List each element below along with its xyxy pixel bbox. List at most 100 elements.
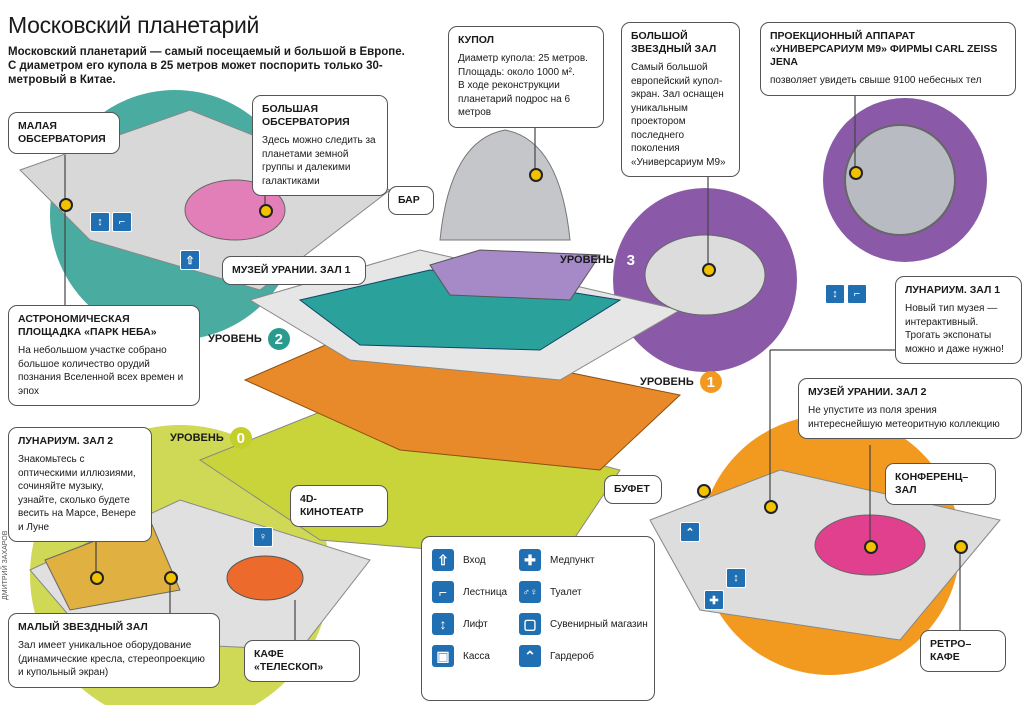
callout-text: позволяет увидеть свыше 9100 небесных те… [770,75,982,86]
callout-title: Конференц–зал [895,471,969,496]
marker-dome[interactable] [529,168,543,182]
level-label: Уровень [170,432,224,444]
callout-urania2: Музей Урании. Зал 2 Не упустите из поля з… [798,378,1022,439]
author-credit: ДМИТРИЙ ЗАХАРОВ [2,530,9,600]
marker-projector[interactable] [849,166,863,180]
level-1-label: Уровень 1 [640,371,722,393]
legend-label: Лестница [463,586,508,598]
legend-label: Вход [463,554,486,566]
dome [439,129,571,241]
callout-title: Купол [458,34,495,46]
elevator-icon: ↕ [432,613,454,635]
callout-text: Площадь: около 1000 м². [458,66,575,78]
callout-text: Новый тип музея — интерактивный. Трогать… [905,303,1004,355]
callout-big-star-hall: Большой звездный залСамый большой европе… [621,22,740,177]
level-0-label: Уровень 0 [170,427,252,449]
map-stairs-icon: ⌐ [112,212,132,232]
marker-urania2[interactable] [864,540,878,554]
callout-lunarium2: Лунариум. Зал 2 Знакомьтесь с оптическими… [8,427,152,542]
callout-text: В ходе реконструкции планетарий подрос н… [458,80,571,118]
level-2-label: Уровень 2 [208,328,290,350]
map-first-aid-icon: ✚ [704,590,724,610]
legend-item: ▣Касса [432,645,490,667]
callout-text: Зал имеет уникальное оборудование (динам… [18,640,205,678]
callout-lunarium1: Лунариум. Зал 1 Новый тип музея — интерак… [895,276,1022,364]
toilet-icon: ♂♀ [519,581,541,603]
level-label: Уровень [208,333,262,345]
level3-floor [429,249,601,301]
callout-title: Лунариум. Зал 1 [905,284,1001,296]
legend-label: Сувенирный магазин [550,618,648,630]
marker-lunarium2[interactable] [90,571,104,585]
legend-item: ⌃ Гардероб [519,645,594,667]
marker-small-observatory[interactable] [59,198,73,212]
page-subtitle: Московский планетарий — самый посещаемый… [8,46,405,86]
callout-dome: КуполДиаметр купола: 25 метров. Площадь: … [448,26,604,128]
legend-item: ↕ Лифт [432,613,488,635]
marker-small-star-hall[interactable] [164,571,178,585]
marker-retro-cafe[interactable] [954,540,968,554]
projector-ball [844,124,956,236]
legend-label: Туалет [550,586,582,598]
callout-title: Кафе «Телескоп» [254,648,324,673]
page-title: Московский планетарий [8,12,260,38]
callout-small-star-hall: Малый звездный залЗал имеет уникальное о… [8,613,220,688]
level-badge: 1 [699,371,722,393]
legend-item: ✚Медпункт [519,549,595,571]
callout-projector: Проекционный аппарат «Универсариум М9» ф… [760,22,1016,96]
map-cloakroom-icon: ⌃ [680,522,700,542]
callout-text: Здесь можно следить за планетами земной … [262,135,376,187]
legend-label: Касса [463,650,490,662]
cafe-telescope-hall [226,555,304,601]
legend-item: ⌐ Лестница [432,581,507,603]
legend-item: ♂♀ Туалет [519,581,582,603]
callout-conference: Конференц–зал [885,463,996,505]
callout-title: Большая обсерватория [262,103,350,128]
callout-text: Диаметр купола: 25 метров. [458,53,588,64]
callout-title: Бар [398,194,420,206]
callout-title: Музей Урании. Зал 2 [808,386,927,398]
level-label: Уровень [640,376,694,388]
legend-label: Лифт [463,618,488,630]
map-elevator-icon: ↕ [825,284,845,304]
callout-text: Самый большой европейский купол-экран. З… [631,62,726,168]
map-elevator-icon: ↕ [726,568,746,588]
entrance-icon: ⇧ [432,549,454,571]
stairs-icon: ⌐ [432,581,454,603]
callout-text: Знакомьтесь с оптическими иллюзиями, соч… [18,454,136,533]
map-entrance-icon: ⇧ [180,250,200,270]
callout-title: 4D-кинотеатр [300,493,364,518]
callout-sky-park: Астрономическая площадка «Парк неба»На н… [8,305,200,406]
callout-title: Проекционный аппарат «Универсариум М9» ф… [770,30,998,68]
cloakroom-icon: ⌃ [519,645,541,667]
marker-lunarium1[interactable] [764,500,778,514]
level-badge: 0 [229,427,252,449]
level-label: Уровень [560,254,614,266]
map-stairs-icon: ⌐ [847,284,867,304]
map-toilet-icon: ♀ [253,527,273,547]
callout-retro-cafe: Ретро–кафе [920,630,1006,672]
level-3-label: Уровень 3 [560,249,642,271]
legend-item: ▢ Сувенирный магазин [519,613,648,635]
map-elevator-icon: ↕ [90,212,110,232]
legend-item: ⇧ Вход [432,549,486,571]
marker-big-observatory[interactable] [259,204,273,218]
callout-buffet: Буфет [604,475,662,504]
legend: ⇧ Вход ⌐ Лестница ↕ Лифт ▣Касса ✚Медпункт ♂… [421,536,655,701]
callout-title: Малый звездный зал [18,621,148,633]
callout-text: Не упустите из поля зрения интереснейшую… [808,405,1000,430]
souvenir-shop-icon: ▢ [519,613,541,635]
callout-title: Лунариум. Зал 2 [18,435,114,447]
callout-big-observatory: Большая обсерваторияЗдесь можно следить … [252,95,388,196]
callout-bar: Бар [388,186,434,215]
level-badge: 2 [267,328,290,350]
callout-title: Малая обсерватория [18,120,106,145]
callout-title: Астрономическая площадка «Парк неба» [18,313,157,338]
marker-buffet[interactable] [697,484,711,498]
marker-big-star-hall[interactable] [702,263,716,277]
callout-title: Большой звездный зал [631,30,717,55]
legend-label: Гардероб [550,650,594,662]
level-badge: 3 [619,249,642,271]
callout-cafe-telescope: Кафе «Телескоп» [244,640,360,682]
legend-label: Медпункт [550,554,595,566]
